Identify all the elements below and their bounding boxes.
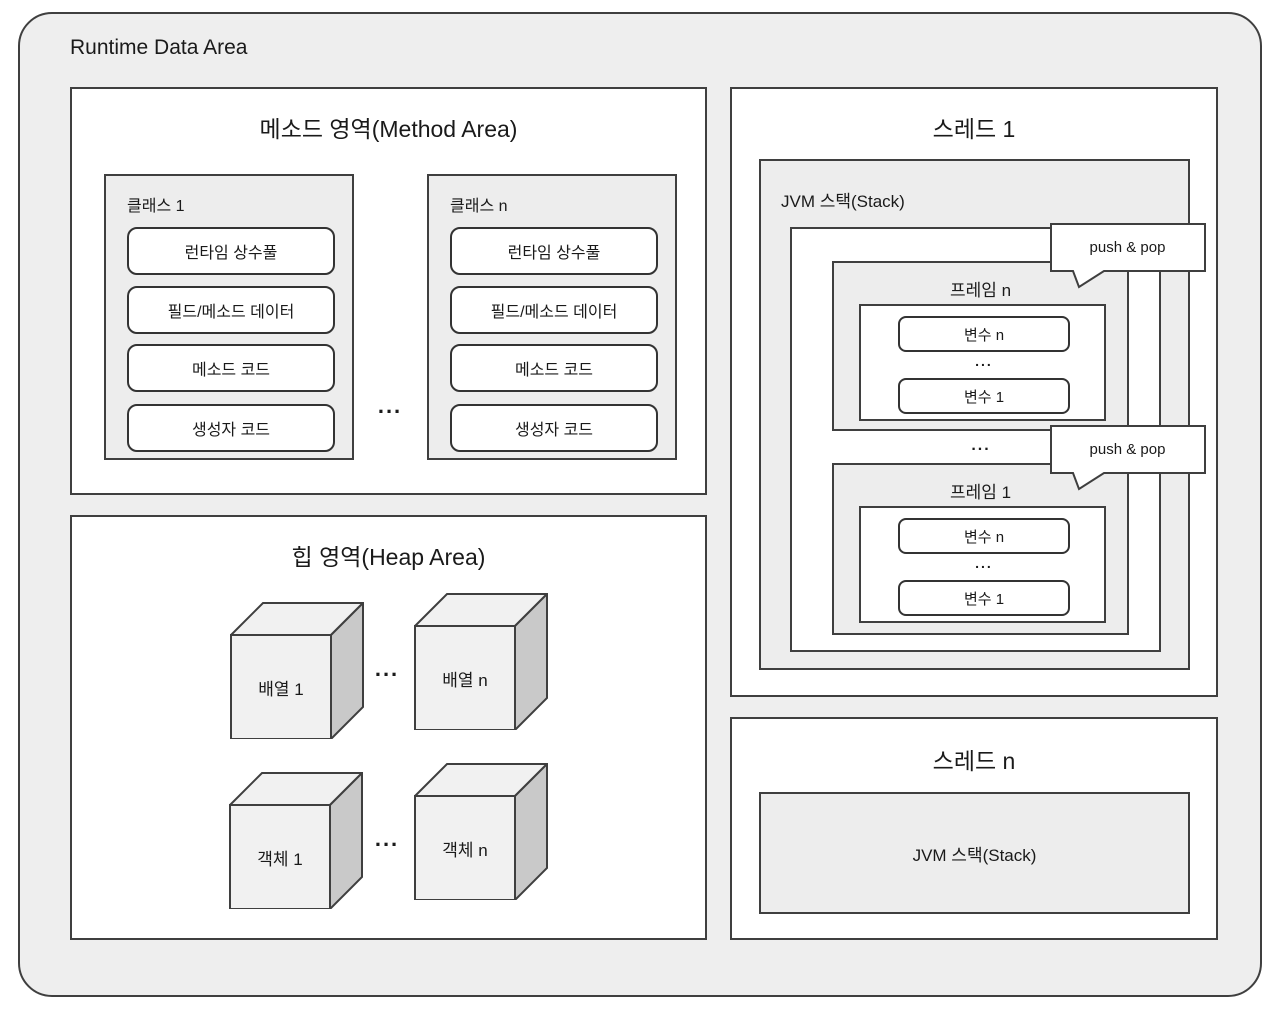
heap-cube-object-1: 객체 1 — [227, 770, 365, 912]
cube-3d-icon — [227, 770, 365, 912]
push-pop-bubble-1: push & pop — [1050, 223, 1207, 289]
cube-3d-icon — [412, 591, 550, 733]
thread-1-title: 스레드 1 — [932, 116, 1016, 142]
class-n-field-method-data: 필드/메소드 데이터 — [450, 286, 658, 334]
variable-ellipsis: ... — [975, 555, 993, 571]
class-box-n: 클래스 n 런타임 상수풀 필드/메소드 데이터 메소드 코드 생성자 코드 — [427, 174, 677, 460]
thread-n-title: 스레드 n — [932, 748, 1016, 774]
cube-3d-icon — [412, 761, 550, 903]
object-n-label: 객체 n — [442, 840, 488, 860]
thread-n-box: 스레드 n JVM 스택(Stack) — [730, 717, 1218, 940]
class-box-1: 클래스 1 런타임 상수풀 필드/메소드 데이터 메소드 코드 생성자 코드 — [104, 174, 354, 460]
class-1-method-code: 메소드 코드 — [127, 344, 335, 392]
frame-n-title: 프레임 n — [949, 281, 1012, 300]
frame-1-box: 프레임 1 변수 n ... 변수 1 — [832, 463, 1129, 635]
class-n-runtime-constant-pool: 런타임 상수풀 — [450, 227, 658, 275]
frames-ellipsis: ... — [971, 437, 991, 454]
thread-n-jvm-stack-box: JVM 스택(Stack) — [759, 792, 1190, 914]
push-pop-bubble-2: push & pop — [1050, 425, 1207, 491]
frame-n-variable-n: 변수 n — [898, 316, 1070, 352]
class-n-constructor-code: 생성자 코드 — [450, 404, 658, 452]
class-1-constructor-code: 생성자 코드 — [127, 404, 335, 452]
jvm-stack-label: JVM 스택(Stack) — [781, 192, 905, 211]
frame-n-box: 프레임 n 변수 n ... 변수 1 — [832, 261, 1129, 431]
frame-n-variables-box: 변수 n ... 변수 1 — [859, 304, 1106, 421]
object-1-label: 객체 1 — [257, 849, 303, 869]
speech-bubble-icon — [1050, 425, 1206, 491]
array-1-label: 배열 1 — [258, 679, 304, 699]
variable-ellipsis: ... — [975, 353, 993, 369]
array-n-label: 배열 n — [442, 670, 488, 690]
method-area-title: 메소드 영역(Method Area) — [259, 116, 518, 142]
class-1-label: 클래스 1 — [127, 198, 185, 215]
method-area-box: 메소드 영역(Method Area) 클래스 1 런타임 상수풀 필드/메소드… — [70, 87, 707, 495]
speech-bubble-icon — [1050, 223, 1206, 289]
push-pop-label: push & pop — [1089, 441, 1166, 458]
frame-n-variable-1: 변수 1 — [898, 378, 1070, 414]
class-1-field-method-data: 필드/메소드 데이터 — [127, 286, 335, 334]
object-ellipsis: ... — [374, 826, 400, 851]
heap-area-box: 힙 영역(Heap Area) 배열 1 ... 배열 n — [70, 515, 707, 940]
frame-1-variable-n: 변수 n — [898, 518, 1070, 554]
class-n-label: 클래스 n — [450, 198, 508, 215]
heap-cube-array-n: 배열 n — [412, 591, 550, 733]
frame-1-variables-box: 변수 n ... 변수 1 — [859, 506, 1106, 623]
heap-cube-array-1: 배열 1 — [228, 600, 366, 742]
heap-cube-object-n: 객체 n — [412, 761, 550, 903]
class-1-runtime-constant-pool: 런타임 상수풀 — [127, 227, 335, 275]
push-pop-label: push & pop — [1089, 239, 1166, 256]
thread-1-box: 스레드 1 JVM 스택(Stack) 프레임 n 변수 n ... 변수 1 … — [730, 87, 1218, 697]
frame-1-title: 프레임 1 — [949, 483, 1012, 502]
heap-area-title: 힙 영역(Heap Area) — [291, 544, 486, 570]
class-ellipsis: ... — [377, 393, 403, 418]
frame-1-variable-1: 변수 1 — [898, 580, 1070, 616]
class-n-method-code: 메소드 코드 — [450, 344, 658, 392]
array-ellipsis: ... — [374, 656, 400, 681]
cube-3d-icon — [228, 600, 366, 742]
diagram-title: Runtime Data Area — [70, 36, 248, 59]
